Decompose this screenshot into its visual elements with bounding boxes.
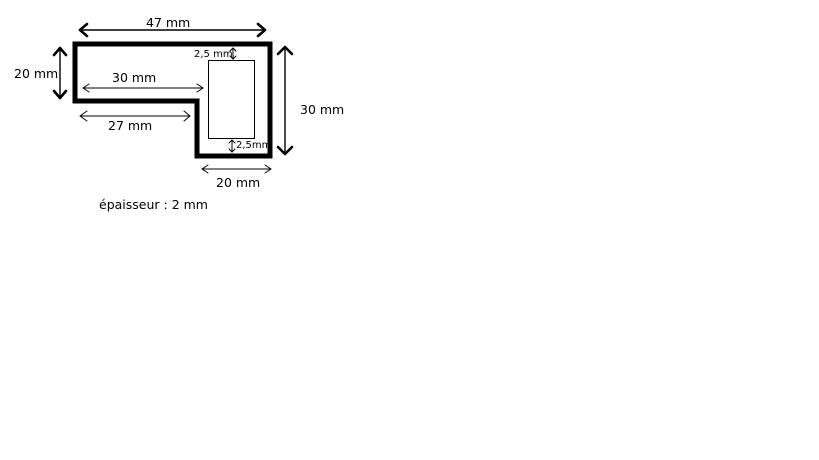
label-left-height: 20 mm — [14, 66, 58, 81]
inner-rectangle — [208, 60, 255, 139]
dimension-gap-top — [229, 47, 237, 60]
profile-outline — [72, 41, 273, 159]
label-gap-bottom: 2,5mm — [236, 140, 271, 151]
dimension-gap-bottom — [228, 139, 236, 153]
label-inner-length: 30 mm — [112, 70, 156, 85]
label-bottom-left-length: 27 mm — [108, 118, 152, 133]
dimension-inner-length — [82, 83, 204, 93]
dimension-bottom-left-length — [79, 110, 191, 122]
label-bottom-width: 20 mm — [216, 175, 260, 190]
label-gap-top: 2,5 mm — [194, 49, 233, 60]
dimension-bottom-width — [201, 164, 272, 174]
dimension-left-height — [52, 46, 68, 100]
label-right-height: 30 mm — [300, 102, 344, 117]
label-top-width: 47 mm — [146, 15, 190, 30]
thickness-note: épaisseur : 2 mm — [99, 197, 208, 212]
dimension-top-width — [78, 22, 267, 38]
dimension-right-height — [276, 45, 294, 156]
